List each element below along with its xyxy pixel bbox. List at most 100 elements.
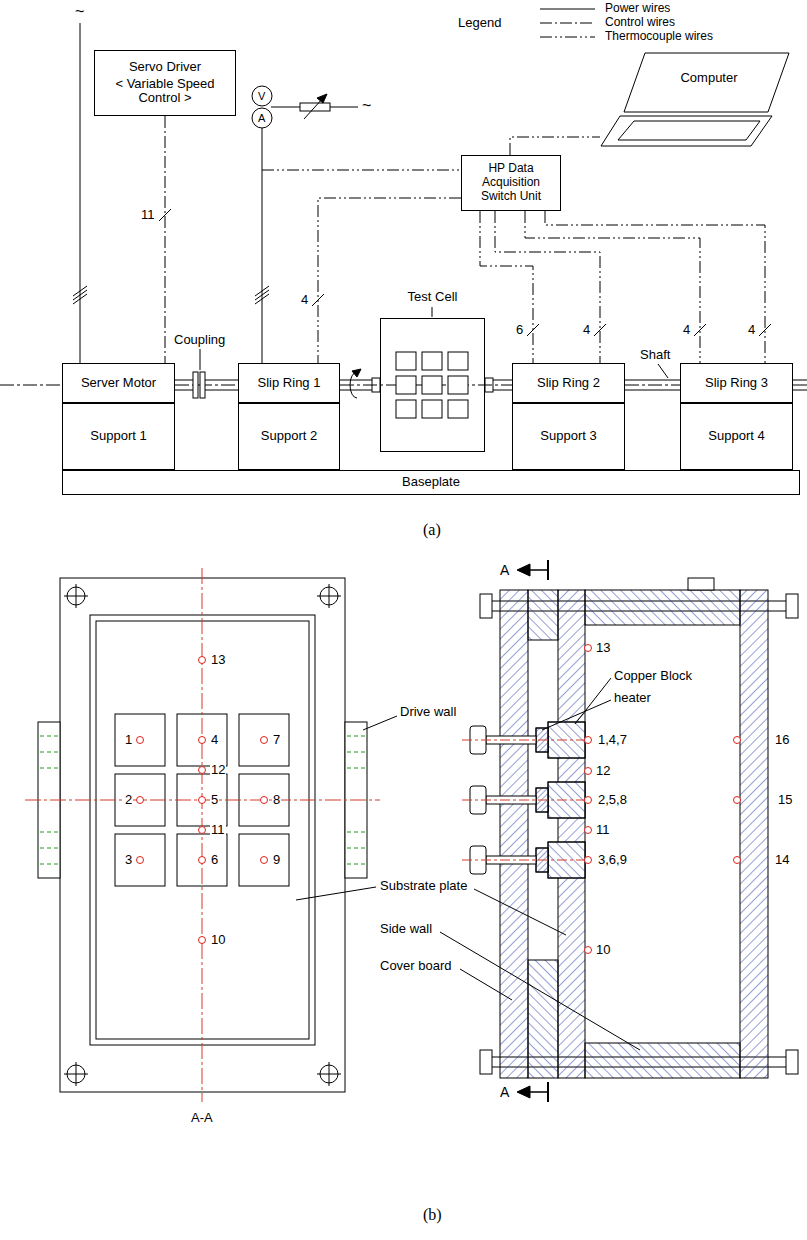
leader-line — [432, 307, 433, 317]
legend-heading: Legend — [458, 16, 501, 31]
part-label: Coupling — [174, 333, 225, 348]
section-arrow — [528, 1091, 548, 1093]
callout-number: 13 — [596, 641, 610, 656]
node-text: Support 3 — [540, 429, 596, 444]
tie-bolt — [786, 1050, 798, 1074]
meter-symbol — [252, 86, 272, 106]
callout-number: 11 — [210, 823, 226, 838]
thermocouple-point — [585, 645, 592, 652]
bolt — [64, 1062, 88, 1086]
callout-number: 15 — [778, 793, 792, 808]
wire-connector — [318, 198, 461, 363]
part-label: Shaft — [640, 348, 670, 363]
thermocouple-point — [585, 645, 741, 954]
meter-letter: A — [258, 112, 265, 125]
wire-count: 4 — [582, 323, 591, 338]
center-line — [462, 740, 584, 741]
thermocouple-point — [734, 857, 741, 864]
section-plate — [500, 578, 768, 1078]
leader-line — [363, 716, 397, 730]
callout-number: 16 — [775, 733, 789, 748]
callout-number: 14 — [775, 853, 789, 868]
section-plate — [528, 960, 558, 1078]
coupling — [193, 372, 205, 398]
tie-bolt — [480, 594, 492, 618]
leader-line — [542, 700, 611, 730]
node-heading: Test Cell — [408, 290, 458, 305]
shaft — [175, 380, 193, 381]
legend-text: Thermocouple wires — [605, 30, 713, 44]
thermocouple-point — [261, 857, 268, 864]
node-text: Support 1 — [90, 429, 146, 444]
part-label: Cover board — [380, 959, 452, 974]
bolt — [317, 1062, 341, 1086]
legend-text: Control wires — [605, 16, 675, 30]
laptop-base — [601, 116, 772, 146]
node-text: Support 4 — [708, 429, 764, 444]
leader-line — [296, 887, 376, 900]
node-text: Slip Ring 3 — [705, 376, 768, 391]
test-cell-heaters — [396, 352, 468, 418]
thermocouple-point — [199, 937, 206, 944]
section-letter: A — [500, 562, 509, 578]
legend-sample — [540, 9, 595, 10]
ac-source-symbol: ~ — [75, 3, 84, 21]
leader-line — [658, 364, 668, 378]
test-cell-heaters — [396, 400, 416, 418]
callout-number: 2,5,8 — [598, 793, 627, 808]
tie-bolt — [480, 1050, 492, 1074]
node-text: Computer — [680, 71, 737, 86]
power-wire — [262, 128, 263, 363]
section-arrow — [528, 569, 548, 571]
section-arrow — [517, 1086, 530, 1098]
shaft-axis — [0, 385, 62, 386]
wire-count-mark — [159, 170, 771, 336]
shaft — [493, 380, 512, 381]
wire-connector — [480, 211, 533, 363]
legend-text: Power wires — [605, 2, 670, 16]
thermocouple-point — [734, 797, 741, 804]
shaft — [340, 380, 372, 381]
laptop-screen — [624, 53, 789, 112]
wire-count-mark — [262, 170, 462, 171]
laptop-outline — [600, 52, 790, 147]
wire-count: 11 — [140, 208, 156, 223]
node-text: Servo Driver — [129, 60, 201, 75]
callout-number: 10 — [210, 933, 226, 948]
center-line — [462, 860, 584, 861]
test-cell-heaters — [396, 352, 416, 370]
wire-count: 4 — [300, 293, 309, 308]
legend-sample — [540, 37, 595, 38]
part-label: Side wall — [380, 922, 432, 937]
shaft — [625, 380, 680, 381]
callout-number: 12 — [596, 764, 610, 779]
laptop-keyboard — [618, 121, 760, 140]
leader-line — [296, 678, 640, 1050]
thermocouple-point — [137, 737, 144, 744]
daq-box: HP Data Acquisition Switch Unit — [461, 155, 561, 211]
wire-connector — [510, 137, 600, 155]
test-cell-heaters — [422, 352, 442, 370]
bolt — [64, 584, 341, 1086]
wire-connector — [495, 211, 600, 363]
shaft — [205, 380, 238, 381]
thermocouple-point — [199, 767, 206, 774]
figure-label: (b) — [423, 1206, 442, 1224]
thermocouple-point — [199, 857, 206, 864]
section-plate — [558, 590, 585, 1078]
node-text: HP Data Acquisition Switch Unit — [467, 162, 555, 203]
shaft — [205, 390, 238, 391]
test-cell: Test Cell — [380, 318, 485, 452]
thermocouple-point — [261, 797, 268, 804]
shaft-axis — [175, 385, 238, 386]
callout-number: 4 — [210, 733, 219, 748]
shaft-axis — [625, 385, 680, 386]
thermocouple-point — [199, 657, 206, 664]
leader-line — [575, 678, 611, 724]
node-text: Slip Ring 1 — [258, 376, 321, 391]
part-label: Substrate plate — [380, 879, 467, 894]
copper-block-square — [239, 834, 289, 886]
thermocouple-point — [585, 797, 592, 804]
wire-count-mark — [694, 324, 706, 336]
